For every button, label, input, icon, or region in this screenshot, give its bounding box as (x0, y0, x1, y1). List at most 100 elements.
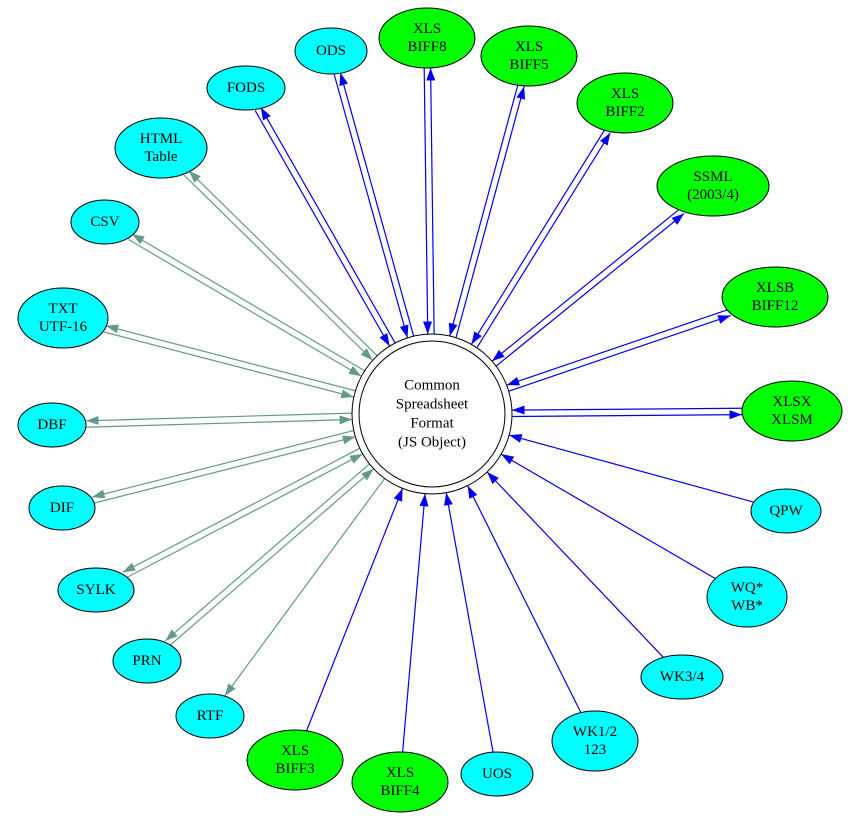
edge-xlsx-xlsm-write (512, 410, 743, 420)
center-label-line: Spreadsheet (396, 397, 469, 413)
node-label-line: DIF (50, 500, 74, 516)
node-label-line: WB* (731, 598, 763, 614)
node-wk3-4: WK3/4 (640, 654, 724, 700)
edge-wk3-4-read (486, 471, 664, 658)
edge-xls-biff2-read (470, 128, 606, 345)
node-prn: PRN (112, 638, 182, 684)
node-label-line: QPW (769, 503, 803, 519)
edge-html-table-write (188, 170, 378, 357)
node-label-line: XLS (413, 21, 441, 37)
node-xls-biff5: XLS BIFF5 (480, 25, 578, 87)
node-label-line: CSV (90, 214, 119, 230)
node-label-line: FODS (227, 80, 265, 96)
node-label-line: TXT (48, 301, 77, 317)
edge-xls-biff8-read (423, 68, 433, 335)
edge-uos-read (444, 492, 494, 753)
edge-txt-utf16-read (103, 331, 354, 399)
edge-xls-biff5-write (455, 86, 526, 338)
node-label-line: (2003/4) (687, 187, 739, 203)
node-csv: CSV (70, 199, 140, 245)
node-label-line: BIFF5 (509, 57, 548, 73)
node-label-line: Table (144, 149, 177, 165)
edge-wk1-2-123-read (467, 485, 582, 713)
node-xls-biff8: XLS BIFF8 (378, 7, 476, 69)
node-sylk: SYLK (57, 567, 135, 613)
node-label-line: XLS (515, 39, 543, 55)
node-label-line: HTML (140, 131, 183, 147)
node-dif: DIF (28, 485, 96, 531)
node-label-line: DBF (37, 417, 66, 433)
edge-xlsb-biff12-write (508, 314, 731, 392)
node-label-line: WQ* (731, 580, 764, 596)
node-label-line: ODS (316, 43, 346, 59)
edge-dbf-read (86, 415, 353, 428)
edge-dbf-write (85, 412, 352, 425)
node-fods: FODS (206, 65, 286, 111)
edge-xls-biff4-read (402, 493, 429, 753)
node-dbf: DBF (17, 402, 87, 448)
node-label-line: XLSX (772, 394, 811, 410)
center-label-line: (JS Object) (398, 435, 466, 451)
node-label-line: BIFF12 (752, 298, 799, 314)
node-label-line: RTF (197, 708, 224, 724)
edge-dif-write (91, 430, 354, 499)
edge-xls-biff8-write (426, 67, 436, 334)
edge-xls-biff2-write (476, 132, 611, 349)
center-label-line: Format (410, 416, 454, 432)
edge-rtf-write (224, 478, 386, 697)
node-xls-biff4: XLS BIFF4 (351, 751, 449, 813)
node-label-line: PRN (132, 653, 161, 669)
node-label-line: SSML (693, 169, 732, 185)
edge-xlsx-xlsm-read (511, 405, 742, 415)
node-wk1-2-123: WK1/2 123 (551, 710, 639, 772)
edge-sylk-write (122, 447, 360, 573)
edge-qpw-read (508, 434, 755, 503)
edge-dif-read (93, 435, 356, 504)
node-ssml-2003-4: SSML (2003/4) (656, 155, 770, 217)
node-label-line: UOS (482, 766, 512, 782)
edge-ssml-2003-4-write (495, 213, 685, 367)
node-wq-wb: WQ* WB* (706, 566, 788, 628)
node-xlsb-biff12: XLSB BIFF12 (721, 266, 829, 328)
node-label-line: XLS (281, 743, 309, 759)
edge-fods-write (260, 107, 396, 344)
node-xlsx-xlsm: XLSX XLSM (741, 380, 843, 442)
node-label-line: BIFF2 (605, 104, 644, 120)
node-xls-biff3: XLS BIFF3 (246, 729, 344, 791)
node-label-line: UTF-16 (39, 319, 88, 335)
edge-wq-wb-read (500, 453, 716, 580)
edges (85, 67, 755, 753)
edge-prn-write (164, 463, 370, 642)
edge-xls-biff5-read (448, 84, 519, 337)
node-qpw: QPW (750, 488, 822, 534)
edge-ods-write (339, 72, 415, 337)
node-html-table: HTML Table (114, 117, 208, 179)
node-label-line: BIFF3 (275, 761, 314, 777)
node-label-line: BIFF4 (380, 783, 420, 799)
node-label-line: XLSM (771, 412, 813, 428)
node-txt-utf16: TXT UTF-16 (17, 287, 109, 349)
node-label-line: WK1/2 (573, 724, 617, 740)
node-label-line: 123 (584, 742, 607, 758)
node-rtf: RTF (175, 693, 245, 739)
edge-fods-read (254, 110, 391, 347)
node-label-line: XLS (611, 86, 639, 102)
node-uos: UOS (460, 751, 534, 797)
edge-ods-read (333, 74, 409, 338)
node-label-line: XLS (386, 765, 414, 781)
node-label-line: XLSB (756, 280, 794, 296)
edge-xls-biff3-read (305, 488, 404, 732)
node-label-line: BIFF8 (407, 39, 446, 55)
node-xls-biff2: XLS BIFF2 (576, 72, 674, 134)
edge-xlsb-biff12-read (506, 308, 729, 386)
edge-csv-read (128, 239, 362, 377)
edge-txt-utf16-write (105, 324, 356, 392)
center-label-line: Common (404, 378, 460, 394)
edge-ssml-2003-4-read (491, 208, 681, 362)
node-ods: ODS (294, 27, 368, 75)
edge-prn-read (169, 468, 375, 647)
